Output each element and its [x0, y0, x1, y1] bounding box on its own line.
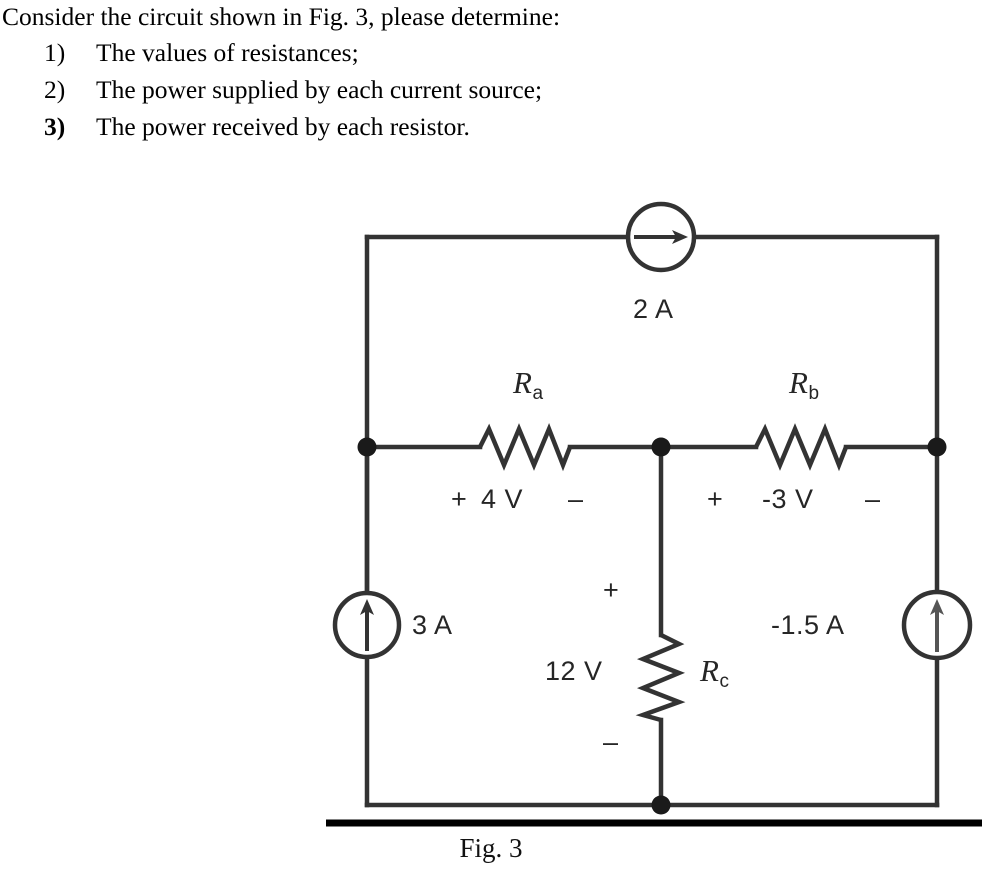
resistor-rb-plus-sign: +: [707, 484, 723, 514]
question-item-3-number: 3): [44, 112, 66, 141]
question-item-3-text: The power received by each resistor.: [96, 112, 470, 141]
resistor-rc-name: R: [700, 653, 720, 688]
node-dot-middle: [651, 437, 671, 457]
resistor-rb-symbol: [753, 422, 849, 472]
node-dot-right: [927, 437, 947, 457]
figure-circuit-diagram: 2 A 3 A -1.5 A Ra Rb Rc + 4 V – + -3 V –…: [0, 170, 982, 876]
resistor-rc-voltage: 12 V: [545, 656, 603, 686]
current-source-right-arrow-head: [930, 599, 944, 615]
resistor-rb-label: Rb: [789, 365, 819, 405]
question-item-2-number: 2): [44, 75, 66, 104]
resistor-rc-label: Rc: [700, 653, 729, 693]
current-source-top-arrow-head: [672, 230, 688, 244]
current-source-left: [332, 590, 402, 660]
node-dot-left: [357, 437, 377, 457]
resistor-ra-plus-sign: +: [451, 484, 467, 514]
question-item-3: 3) The power received by each resistor.: [0, 108, 982, 145]
question-intro: Consider the circuit shown in Fig. 3, pl…: [2, 2, 561, 31]
node-dot-bottom: [651, 795, 671, 815]
resistor-rc-minus-sign: –: [603, 727, 619, 757]
current-source-top-label: 2 A: [633, 294, 674, 324]
resistor-ra-name: R: [513, 365, 533, 400]
resistor-rc-subscript: c: [719, 671, 729, 692]
resistor-ra-label: Ra: [513, 365, 543, 405]
circuit-schematic: [326, 201, 982, 827]
question-item-2-text: The power supplied by each current sourc…: [96, 75, 543, 104]
circuit-nodes: [357, 437, 947, 815]
question-item-2: 2) The power supplied by each current so…: [0, 71, 982, 108]
question-list: 1) The values of resistances; 2) The pow…: [0, 34, 982, 145]
circuit-wires: [364, 234, 940, 808]
resistor-ra-minus-sign: –: [568, 484, 584, 514]
resistor-rb-name: R: [789, 365, 809, 400]
resistor-rb-subscript: b: [808, 383, 820, 404]
resistor-rb-minus-sign: –: [865, 484, 881, 514]
current-source-top: [625, 201, 697, 273]
current-source-right-label: -1.5 A: [771, 610, 845, 640]
question-item-1-text: The values of resistances;: [96, 38, 359, 67]
question-item-1: 1) The values of resistances;: [0, 34, 982, 71]
resistor-ra-symbol: [477, 422, 573, 472]
current-source-left-label: 3 A: [412, 610, 453, 640]
current-source-right: [901, 589, 973, 661]
resistor-rb-voltage: -3 V: [762, 484, 814, 514]
resistor-rc-plus-sign: +: [603, 575, 619, 605]
question-item-1-number: 1): [44, 38, 66, 67]
question-block: Consider the circuit shown in Fig. 3, pl…: [0, 0, 982, 145]
resistor-rc-symbol: [635, 632, 686, 723]
current-source-left-arrow-head: [360, 599, 374, 615]
figure-caption: Fig. 3: [459, 833, 523, 863]
resistor-ra-subscript: a: [532, 383, 544, 404]
resistor-ra-voltage: 4 V: [481, 484, 524, 514]
